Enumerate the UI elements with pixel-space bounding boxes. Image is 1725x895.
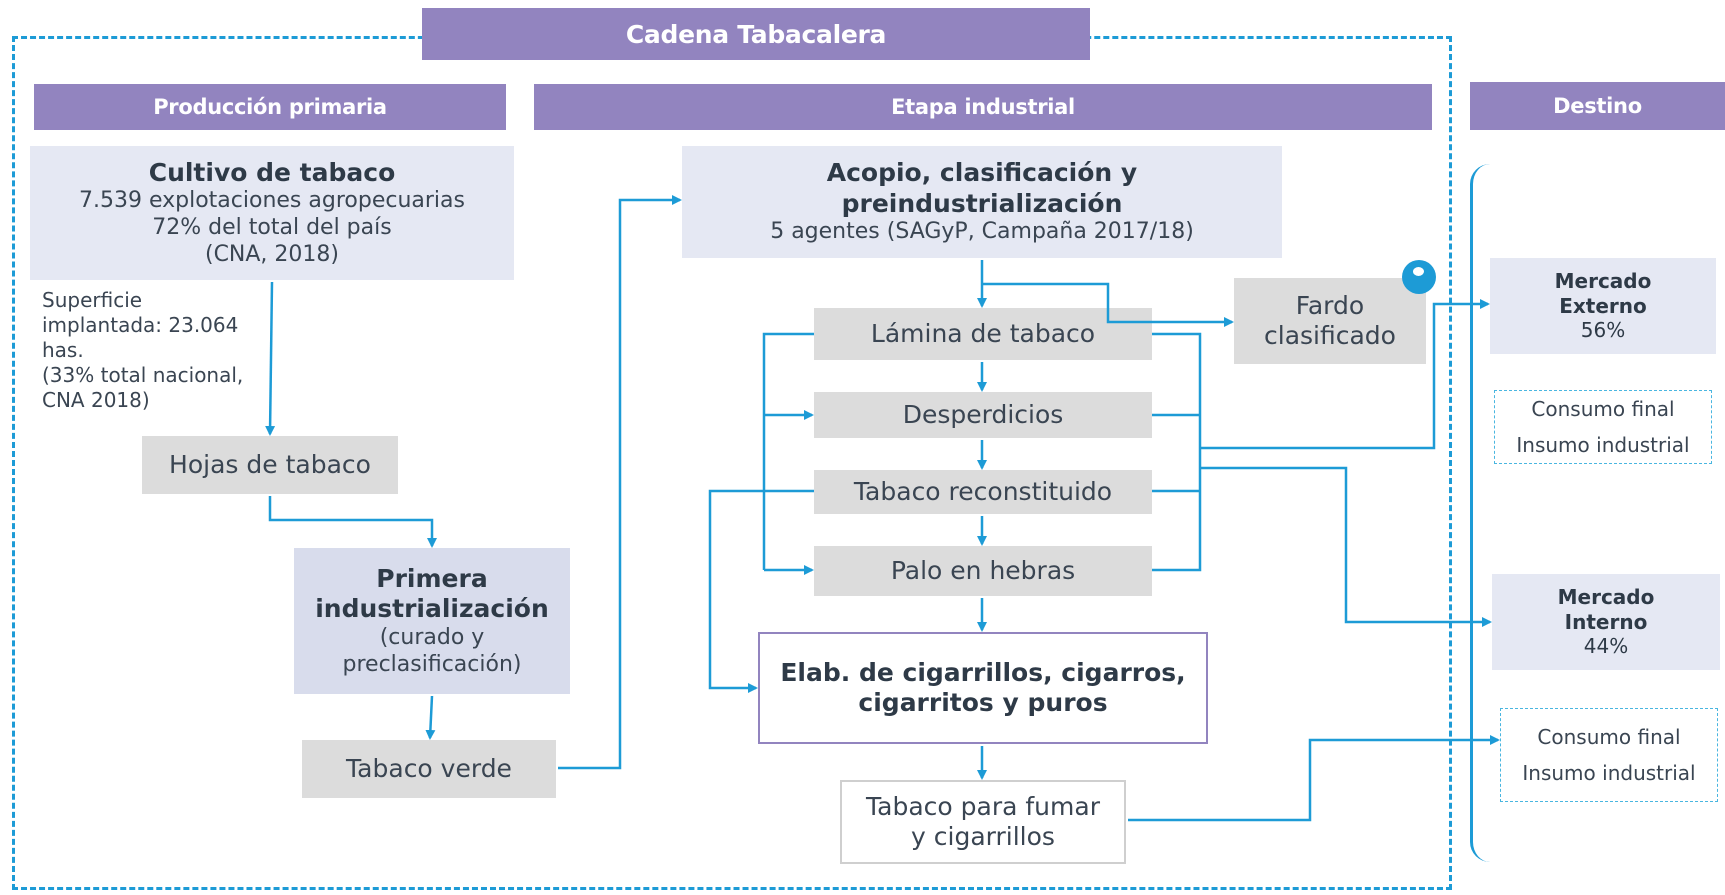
arrow-to-externo [1200, 299, 1490, 450]
acopio-box: Acopio, clasificación y preindustrializa… [682, 146, 1282, 258]
acopio-title2: preindustrialización [841, 188, 1123, 218]
arrow-cultivo-hojas [265, 281, 276, 436]
fumar-line1: Tabaco para fumar [866, 791, 1100, 821]
mercado-externo-pct: 56% [1580, 318, 1626, 343]
uso1-line1: Consumo final [1531, 397, 1675, 421]
palo-box: Palo en hebras [814, 546, 1152, 596]
info-dot-highlight [1413, 267, 1424, 276]
arrow-primera-verde [425, 695, 436, 740]
superficie-line2: implantada: 23.064 [42, 313, 239, 337]
fumar-line2: y cigarrillos [911, 822, 1055, 851]
uso2-box: Consumo final Insumo industrial [1500, 708, 1718, 802]
section-destination: Destino [1470, 82, 1725, 130]
lamina-box: Lámina de tabaco [814, 308, 1152, 360]
hojas-box: Hojas de tabaco [142, 436, 398, 494]
mercado-externo-line1: Mercado [1554, 269, 1652, 294]
arrow-reconstituido-elab [708, 489, 814, 693]
elab-line1: Elab. de cigarrillos, cigarros, [780, 657, 1186, 687]
fardo-line2: clasificado [1264, 321, 1396, 350]
elab-line2: cigarritos y puros [858, 688, 1108, 717]
tabaco-verde-box: Tabaco verde [302, 740, 556, 798]
arrow-hojas-primera [268, 496, 437, 548]
primera-sub1: (curado y [379, 624, 485, 650]
arrow-acopio-fardo [982, 282, 1234, 327]
cultivo-title: Cultivo de tabaco [148, 157, 396, 187]
superficie-note: Superficie implantada: 23.064 has. (33% … [42, 288, 272, 413]
primera-box: Primera industrialización (curado y prec… [294, 548, 570, 694]
palo-label: Palo en hebras [890, 555, 1076, 585]
mercado-interno-line1: Mercado [1557, 585, 1655, 610]
primera-title2: industrialización [315, 594, 549, 624]
primera-title1: Primera [376, 563, 488, 593]
desperdicios-label: Desperdicios [902, 399, 1064, 429]
lamina-label: Lámina de tabaco [870, 318, 1096, 348]
desperdicios-box: Desperdicios [814, 392, 1152, 438]
section-industrial: Etapa industrial [534, 84, 1432, 130]
cultivo-line2: 72% del total del país [152, 214, 392, 240]
mercado-externo-line2: Externo [1559, 293, 1647, 318]
loop-left [762, 332, 814, 570]
fardo-line1: Fardo [1295, 290, 1365, 320]
superficie-line3: has. [42, 338, 84, 362]
uso2-line2: Insumo industrial [1522, 761, 1696, 785]
superficie-line1: Superficie [42, 288, 143, 312]
acopio-title1: Acopio, clasificación y [826, 158, 1138, 188]
superficie-line5: CNA 2018) [42, 388, 150, 412]
uso2-line1: Consumo final [1537, 725, 1681, 749]
cultivo-line3: (CNA, 2018) [204, 241, 339, 267]
uso1-box: Consumo final Insumo industrial [1494, 390, 1712, 464]
mercado-interno-box: Mercado Interno 44% [1492, 574, 1720, 670]
arrow-to-interno [1200, 466, 1492, 627]
reconstituido-label: Tabaco reconstituido [853, 476, 1113, 506]
cultivo-box: Cultivo de tabaco 7.539 explotaciones ag… [30, 146, 514, 280]
mercado-interno-line2: Interno [1564, 609, 1648, 634]
uso1-line2: Insumo industrial [1516, 433, 1690, 457]
destination-bracket [1470, 164, 1492, 862]
hojas-label: Hojas de tabaco [169, 449, 371, 479]
primera-sub2: preclasificación) [342, 651, 522, 677]
section-primary: Producción primaria [34, 84, 506, 130]
cultivo-line1: 7.539 explotaciones agropecuarias [79, 188, 465, 213]
fardo-box: Fardo clasificado [1234, 278, 1426, 364]
chain-title: Cadena Tabacalera [422, 8, 1090, 60]
acopio-sub: 5 agentes (SAGyP, Campaña 2017/18) [770, 219, 1194, 245]
arrow-verde-acopio [558, 195, 682, 770]
superficie-line4: (33% total nacional, [42, 363, 244, 387]
tabaco-verde-label: Tabaco verde [346, 753, 512, 783]
mercado-interno-pct: 44% [1583, 634, 1629, 659]
reconstituido-box: Tabaco reconstituido [814, 470, 1152, 514]
fumar-box: Tabaco para fumar y cigarrillos [840, 780, 1126, 864]
mercado-externo-box: Mercado Externo 56% [1490, 258, 1716, 354]
info-dot-icon [1402, 260, 1436, 294]
collector-right [1152, 332, 1202, 572]
elab-box: Elab. de cigarrillos, cigarros, cigarrit… [758, 632, 1208, 744]
arrow-fumar-uso2 [1128, 735, 1500, 822]
